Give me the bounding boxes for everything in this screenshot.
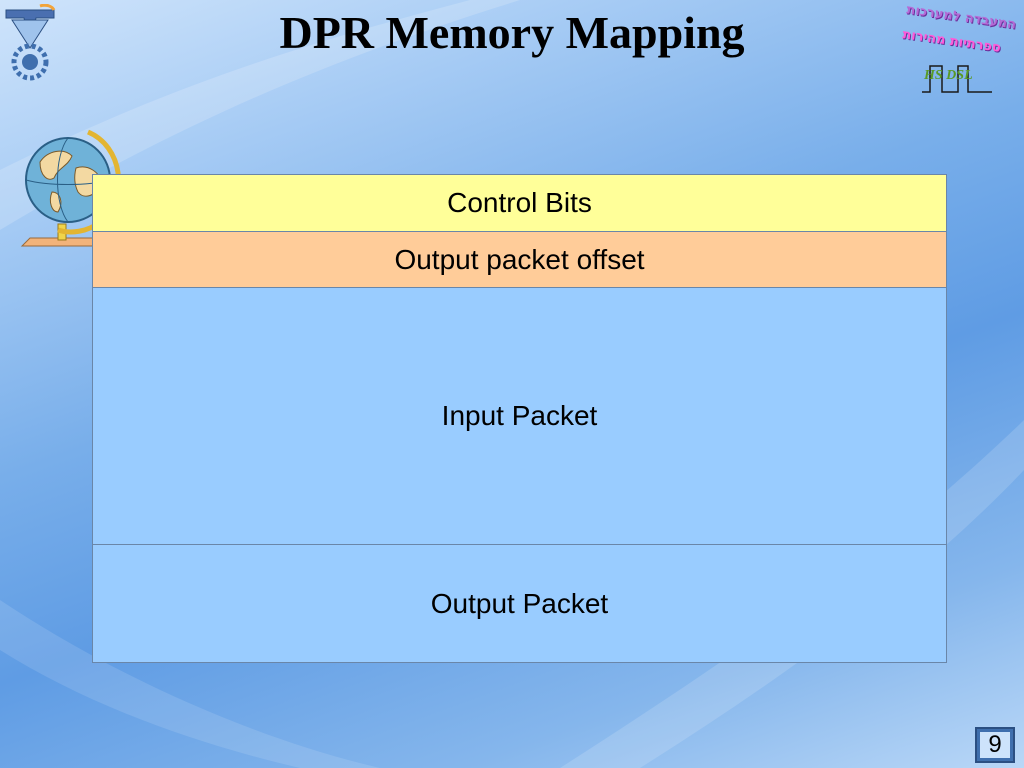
region-label: Input Packet [441,400,598,431]
slide-number: 9 [980,731,1010,758]
slide-number-badge: 9 [975,727,1015,763]
region-label: Output packet offset [394,243,645,275]
technion-logo-icon [5,4,56,81]
region-output-packet: Output Packet [93,545,946,662]
region-label: Output Packet [430,587,609,619]
region-output-packet-offset: Output packet offset [93,232,946,288]
lab-logo-hebrew-line1: המעבדה למערכות [905,2,1018,33]
lab-logo: המעבדה למערכות ספרתיות מהירות HS DSL [892,2,1020,94]
slide-title: DPR Memory Mapping [279,7,745,58]
memory-map: Control Bits Output packet offset Input … [92,174,947,663]
waveform-icon [922,65,992,93]
region-label: Control Bits [447,187,592,218]
region-control-bits: Control Bits [93,175,946,232]
region-input-packet: Input Packet [93,288,946,545]
lab-logo-acronym: HS DSL [924,68,973,83]
lab-logo-hebrew-line2: ספרתיות מהירות [901,27,1002,56]
